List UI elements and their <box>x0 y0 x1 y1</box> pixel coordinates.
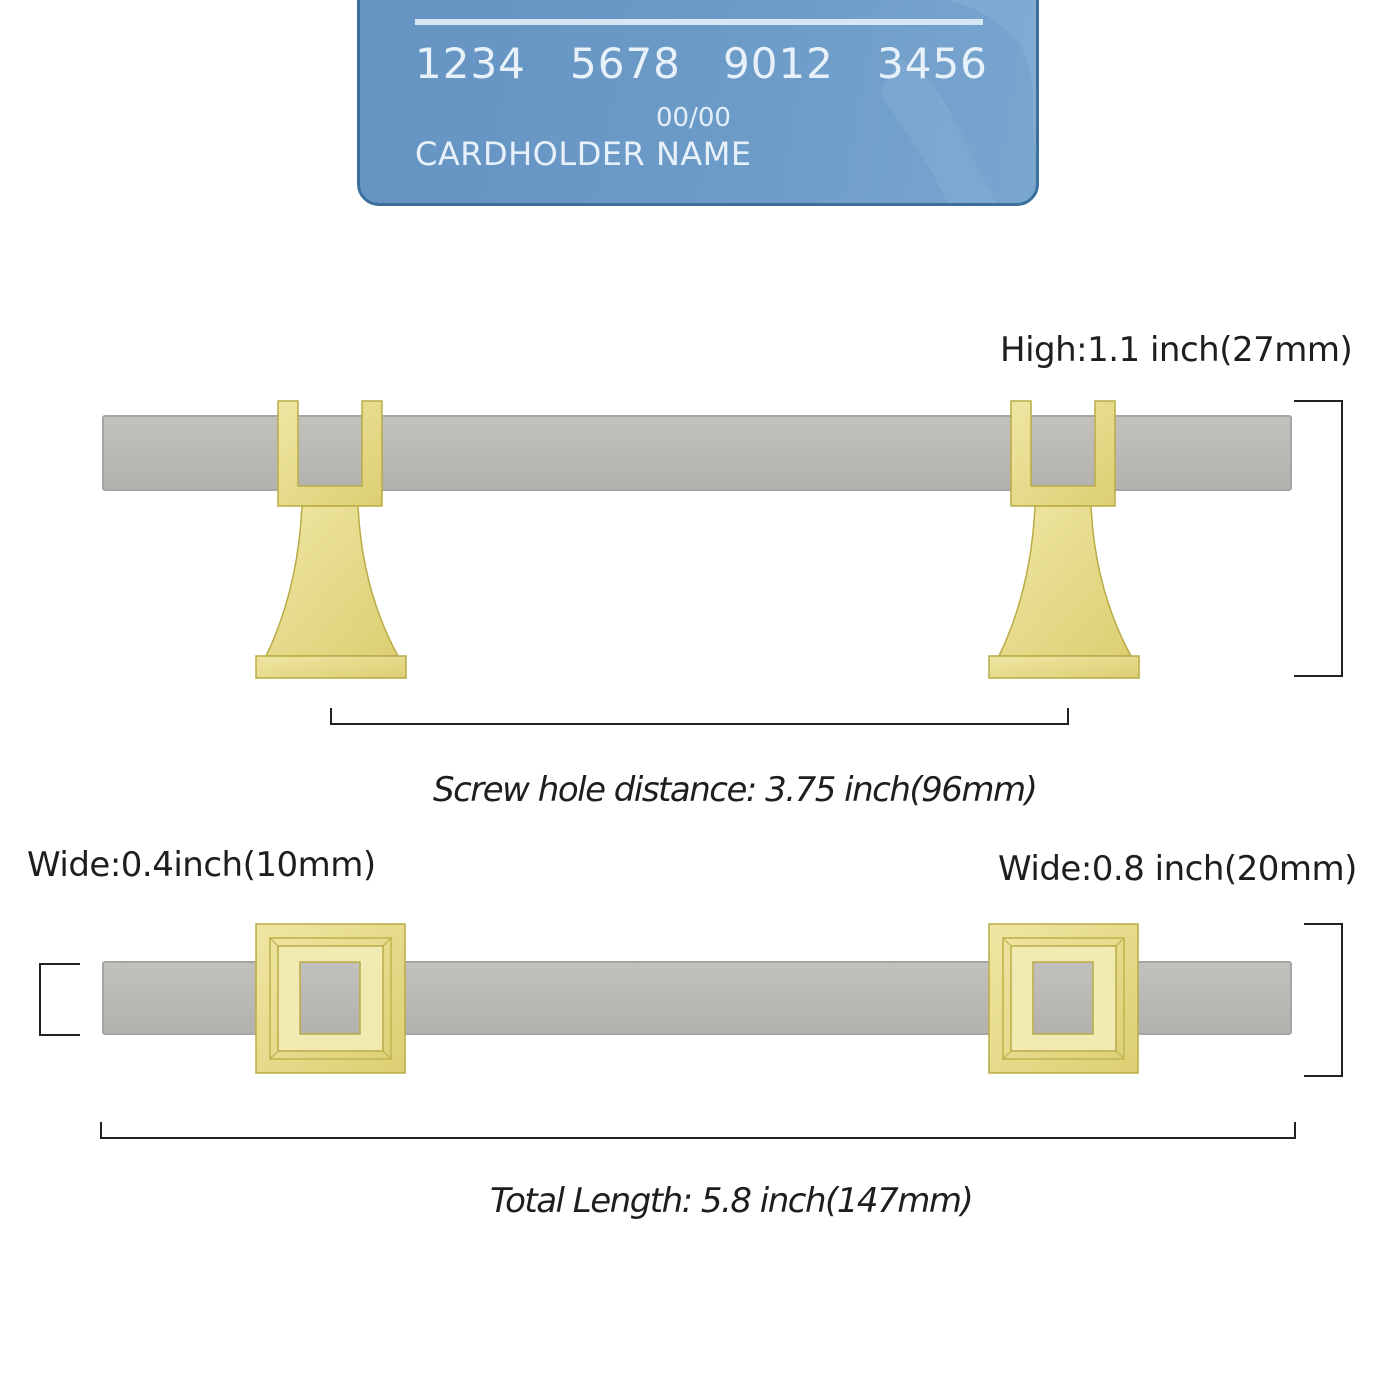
screw-distance-bracket <box>330 708 1069 725</box>
bar-width-bracket <box>39 963 80 1036</box>
screw-distance-label: Screw hole distance: 3.75 inch(96mm) <box>433 770 1038 810</box>
card-number-group-3: 9012 <box>723 39 834 88</box>
base-width-label: Wide:0.8 inch(20mm) <box>998 849 1357 889</box>
handle-top-view <box>39 923 1343 1139</box>
height-label: High:1.1 inch(27mm) <box>1000 330 1353 370</box>
height-bracket <box>1294 400 1343 677</box>
side-view-right-post <box>988 400 1140 679</box>
card-stripe <box>415 19 983 25</box>
handle-side-view <box>102 400 1343 725</box>
credit-card-reference: 1234 5678 9012 3456 00/00 CARDHOLDER NAM… <box>357 0 1039 206</box>
total-length-label: Total Length: 5.8 inch(147mm) <box>490 1181 974 1221</box>
total-length-bracket <box>100 1122 1296 1139</box>
top-view-right-base <box>988 923 1139 1074</box>
card-number-group-4: 3456 <box>877 39 988 88</box>
card-number-group-1: 1234 <box>415 39 526 88</box>
side-view-bar <box>102 415 1292 491</box>
card-expiry: 00/00 <box>656 103 731 133</box>
base-width-bracket <box>1304 923 1343 1077</box>
bar-width-label: Wide:0.4inch(10mm) <box>27 845 376 885</box>
card-number-group-2: 5678 <box>570 39 681 88</box>
card-holder-name: CARDHOLDER NAME <box>415 135 752 173</box>
side-view-left-post <box>255 400 407 679</box>
card-world-map-graphic <box>880 0 1036 203</box>
top-view-left-base <box>255 923 406 1074</box>
